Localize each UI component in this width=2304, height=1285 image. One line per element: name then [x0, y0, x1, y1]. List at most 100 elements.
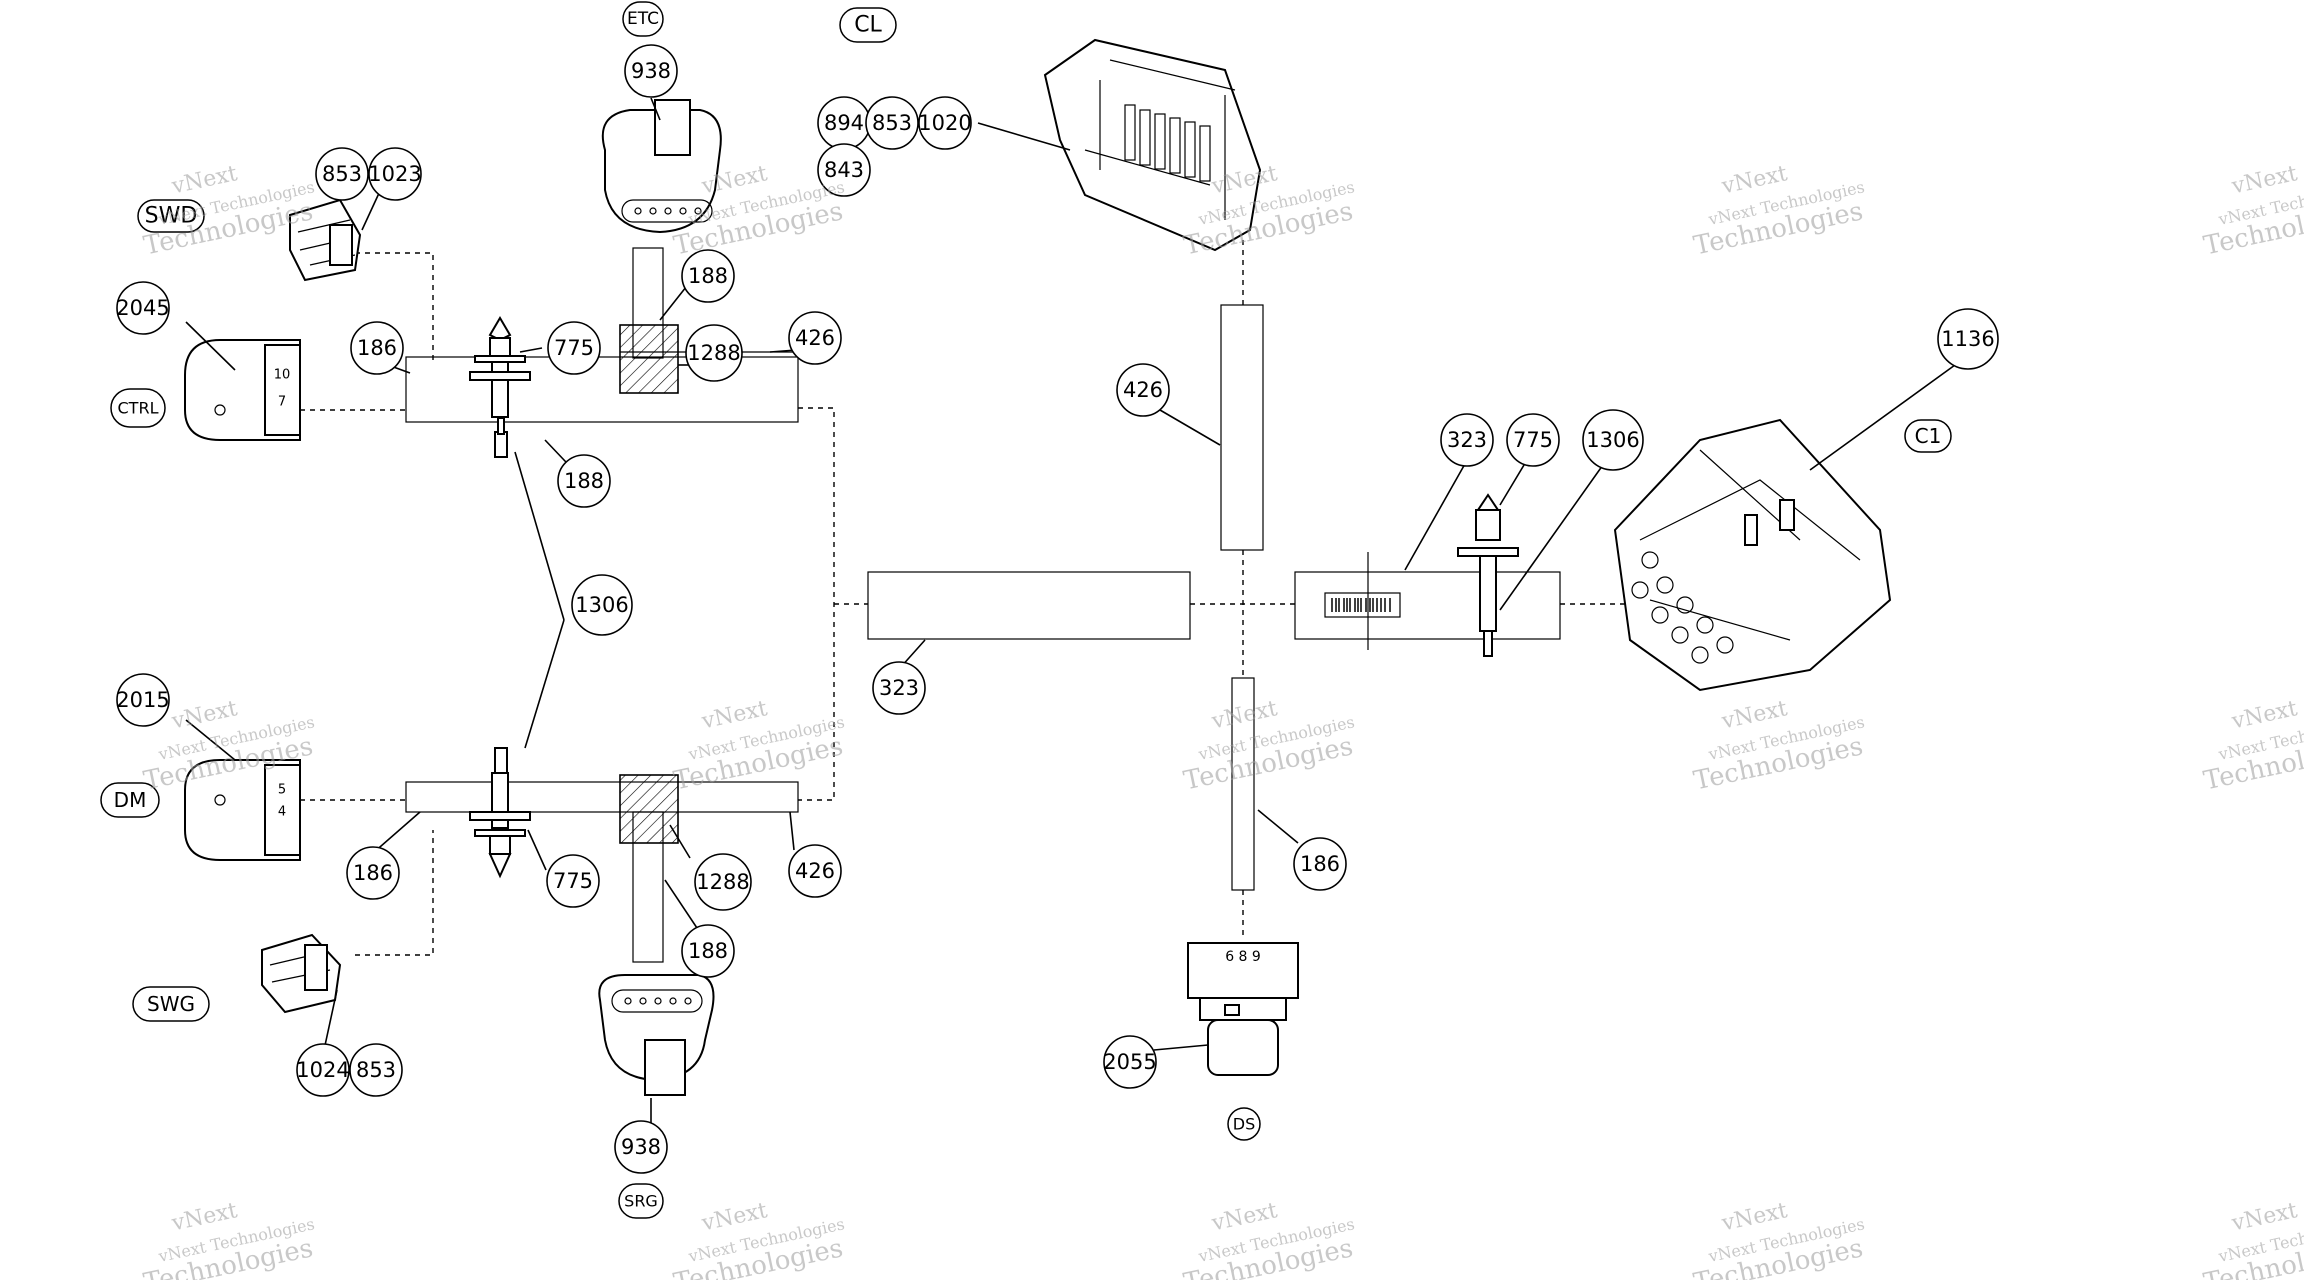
callout-label: 2055 [1103, 1050, 1156, 1074]
callout-label: 426 [795, 326, 835, 350]
connector-tag-label: SWD [145, 204, 198, 229]
callout-circle [788, 311, 842, 365]
callout-circle [315, 147, 369, 201]
callout-balloon-2055: 2055 [1103, 1035, 1157, 1089]
callout-circle [346, 846, 400, 900]
ctrl-pin-bottom: 7 [278, 395, 286, 410]
callout-balloon-853: 853 [865, 96, 919, 150]
trunk-bottom-horizontal [405, 781, 799, 813]
callout-circle [1116, 363, 1170, 417]
connector-tag-swd: SWD [137, 199, 205, 233]
callout-label: 2045 [116, 296, 169, 320]
callout-balloon-894: 894 [817, 96, 871, 150]
callout-label: 775 [1513, 428, 1553, 452]
callout-balloon-1023: 1023 [368, 147, 422, 201]
trunk-vertical-426 [1220, 304, 1264, 551]
callout-circle [1103, 1035, 1157, 1089]
callout-label: 894 [824, 111, 864, 135]
callout-label: 323 [1447, 428, 1487, 452]
callout-label: 1024 [296, 1058, 349, 1082]
ctrl-connector-housing: 10 7 [184, 339, 301, 441]
connector-tag-swg: SWG [132, 986, 210, 1022]
callout-circle [788, 844, 842, 898]
callout-circle [624, 44, 678, 98]
callout-circle [557, 454, 611, 508]
callout-circle [1293, 837, 1347, 891]
callout-label: 775 [553, 869, 593, 893]
connector-tag-srg: SRG [618, 1183, 664, 1219]
watermark-short: vNext [1209, 696, 1280, 734]
dm-connector-housing: 5 4 [184, 759, 301, 861]
callout-label: 323 [879, 676, 919, 700]
connector-tag-label: DM [114, 788, 147, 812]
callout-circle [546, 854, 600, 908]
callout-label: 188 [564, 469, 604, 493]
callout-circle [694, 853, 752, 911]
callout-circle [865, 96, 919, 150]
watermark-short: vNext [169, 161, 240, 199]
callout-circle [614, 1120, 668, 1174]
connector-tag-label: SWG [147, 992, 195, 1016]
watermark-short: vNext [1719, 161, 1790, 199]
watermark-short: vNext [699, 696, 770, 734]
connector-tag-label: C1 [1915, 424, 1942, 448]
callout-circle [817, 143, 871, 197]
connector-tag-outline [618, 1183, 664, 1219]
trunk-right-323 [1294, 571, 1561, 640]
callout-label: 1288 [687, 341, 740, 365]
callout-circle [368, 147, 422, 201]
callout-circle [685, 324, 743, 382]
connector-tag-outline [1227, 1107, 1261, 1141]
callout-balloon-775: 775 [1506, 413, 1560, 467]
callout-balloon-853: 853 [315, 147, 369, 201]
callout-circle [918, 96, 972, 150]
callout-balloon-426: 426 [1116, 363, 1170, 417]
callout-balloon-323: 323 [872, 661, 926, 715]
callout-circle [571, 574, 633, 636]
callout-balloon-2045: 2045 [116, 281, 170, 335]
watermark-short: vNext [2229, 1198, 2300, 1236]
callout-circle [349, 1043, 403, 1097]
callout-circle [547, 321, 601, 375]
sleeve-top [619, 324, 679, 394]
connector-tag-cl: CL [839, 7, 897, 43]
watermark-short: vNext [169, 696, 240, 734]
callout-label: 938 [631, 59, 671, 83]
callout-balloon-323: 323 [1440, 413, 1494, 467]
callout-circle [350, 321, 404, 375]
callout-balloon-938: 938 [614, 1120, 668, 1174]
callout-label: 426 [1123, 378, 1163, 402]
callout-label: 186 [357, 336, 397, 360]
callout-label: 1020 [918, 111, 971, 135]
callout-label: 188 [688, 939, 728, 963]
callout-balloon-1136: 1136 [1937, 308, 1999, 370]
callout-label: 188 [688, 264, 728, 288]
callout-label: 775 [554, 336, 594, 360]
junction-sleeves-1288 [619, 324, 679, 844]
callout-balloon-188: 188 [681, 249, 735, 303]
connector-tag-label: SRG [624, 1192, 658, 1211]
callout-balloon-775: 775 [546, 854, 600, 908]
callout-circle [872, 661, 926, 715]
connector-tag-outline [622, 1, 664, 37]
barcode-label [1324, 592, 1401, 618]
trunk-vertical-186 [1231, 677, 1255, 891]
callout-balloon-1306: 1306 [571, 574, 633, 636]
callout-label: 1288 [696, 870, 749, 894]
callout-balloon-843: 843 [817, 143, 871, 197]
callout-balloon-426: 426 [788, 311, 842, 365]
callout-circle [116, 673, 170, 727]
watermark-short: vNext [2229, 161, 2300, 199]
